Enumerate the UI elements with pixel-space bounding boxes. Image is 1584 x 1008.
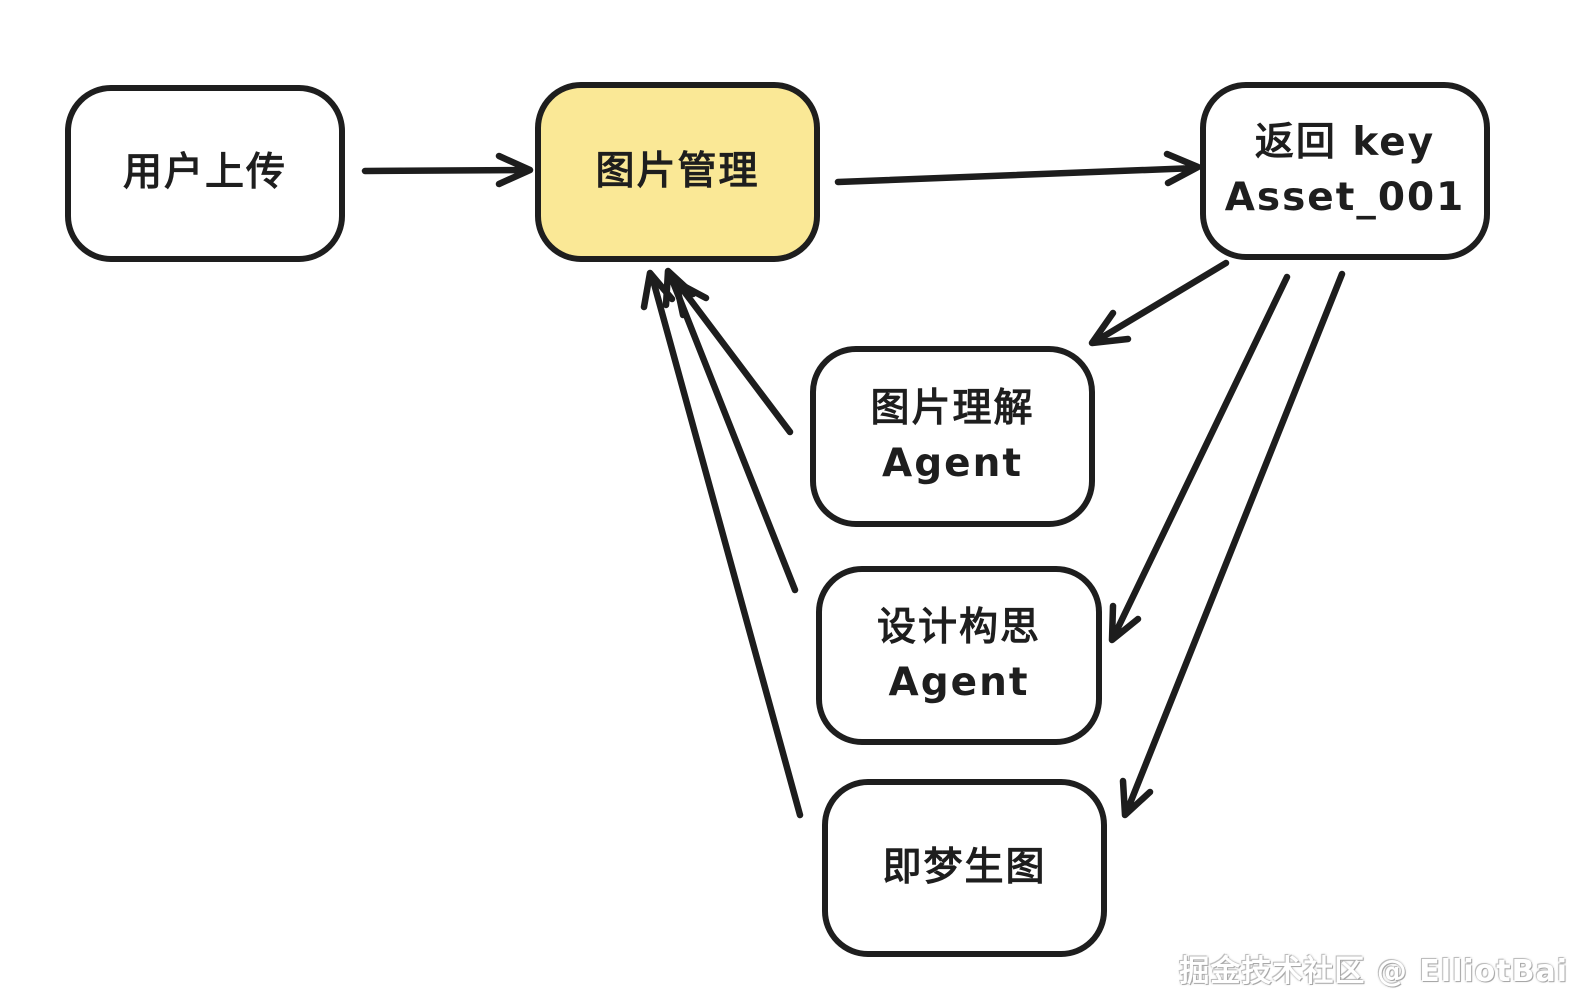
node-jimeng-image-gen-label: 即梦生图 (882, 844, 1047, 890)
node-image-understanding-label-line2: Agent (882, 440, 1023, 486)
arrow-return-key-to-design-concept (1108, 273, 1291, 644)
node-user-upload-label: 用户上传 (122, 150, 287, 196)
node-design-concept-label-line1: 设计构思 (876, 604, 1041, 650)
node-image-understanding-label-line1: 图片理解 (870, 385, 1035, 431)
node-return-key-label-line1: 返回 key (1254, 120, 1436, 166)
node-return-key: 返回 key Asset_001 (1200, 82, 1490, 260)
arrow-design-concept-to-image-management (662, 267, 799, 594)
node-image-management-label: 图片管理 (595, 148, 760, 194)
arrow-image-understanding-to-image-management (672, 278, 794, 436)
node-return-key-label-line2: Asset_001 (1224, 175, 1466, 220)
node-image-management: 图片管理 (535, 82, 820, 262)
arrow-image-management-to-return-key (834, 150, 1202, 187)
arrow-return-key-to-image-understanding (1088, 259, 1230, 347)
node-user-upload: 用户上传 (65, 85, 345, 262)
arrow-user-upload-to-image-management (361, 152, 534, 188)
node-design-concept-label-line2: Agent (888, 659, 1030, 705)
node-design-concept: 设计构思 Agent (816, 566, 1102, 745)
arrow-return-key-to-jimeng-image-gen (1119, 270, 1346, 819)
node-jimeng-image-gen: 即梦生图 (822, 779, 1107, 957)
watermark: 掘金技术社区 @ ElliotBai (1179, 954, 1568, 989)
node-image-understanding: 图片理解 Agent (810, 346, 1095, 527)
arrow-jimeng-image-gen-to-image-management (640, 269, 804, 819)
